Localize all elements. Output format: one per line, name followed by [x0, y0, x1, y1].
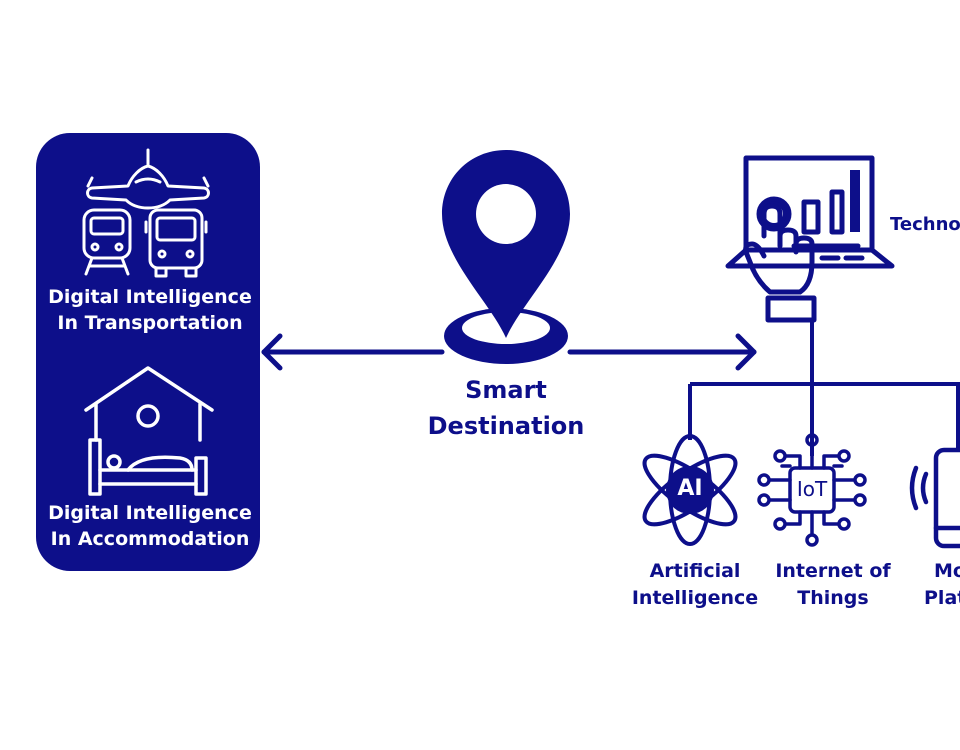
ai-badge: AI — [677, 476, 703, 501]
ai-label-line2: Intelligence — [631, 587, 759, 609]
arrow-left — [261, 333, 445, 371]
mobile-label-line2: Plat — [924, 587, 960, 609]
mobile-label-line1: Mo — [934, 560, 960, 582]
iot-chip-icon — [757, 433, 867, 547]
ai-label: Artificial Intelligence — [620, 558, 770, 612]
smart-destination-label: Smart Destination — [406, 372, 606, 444]
center-label-line2: Destination — [427, 412, 585, 440]
transport-label-line2: In Transportation — [57, 312, 243, 334]
airplane-icon — [86, 148, 210, 210]
tree-connectors — [688, 320, 960, 456]
transport-label: Digital Intelligence In Transportation — [45, 284, 255, 336]
laptop-touch-chart-icon — [725, 155, 895, 323]
accommodation-label-line1: Digital Intelligence — [48, 502, 252, 524]
left-panel — [36, 133, 260, 571]
iot-label-line1: Internet of — [775, 560, 891, 582]
ai-label-line1: Artificial — [649, 560, 741, 582]
train-icon — [82, 208, 132, 276]
accommodation-label-line2: In Accommodation — [50, 528, 250, 550]
transport-label-line1: Digital Intelligence — [48, 286, 252, 308]
location-pin-icon — [442, 150, 570, 364]
accommodation-label: Digital Intelligence In Accommodation — [45, 500, 255, 552]
technology-label: Techno — [890, 214, 960, 235]
iot-label: Internet of Things — [758, 558, 908, 612]
iot-label-line2: Things — [797, 587, 869, 609]
house-bed-icon — [84, 366, 214, 496]
bus-icon — [144, 208, 208, 278]
mobile-label: Mo Plat — [924, 558, 960, 612]
iot-badge: IoT — [796, 477, 828, 501]
ai-atom-icon — [642, 434, 738, 546]
arrow-right — [567, 333, 757, 371]
mobile-phone-icon — [909, 447, 960, 549]
center-label-line1: Smart — [465, 376, 547, 404]
